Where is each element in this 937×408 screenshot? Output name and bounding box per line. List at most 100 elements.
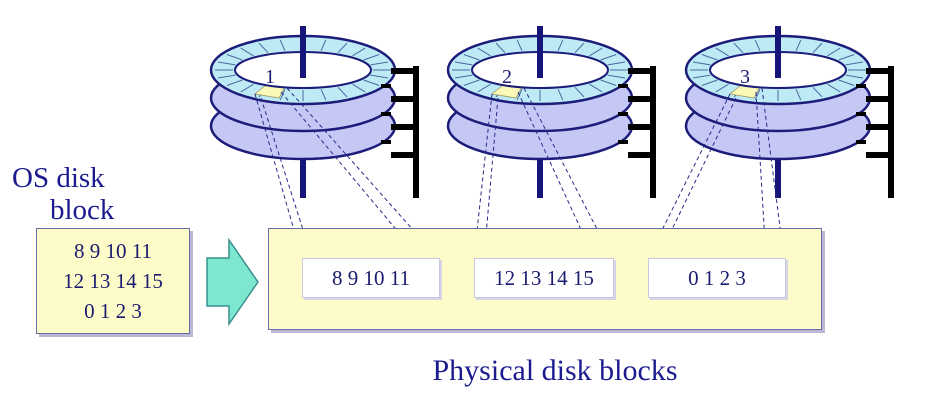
disk-3-arm-tip — [856, 140, 866, 144]
disk-1-sector-tick — [370, 74, 389, 79]
disk-2-sector-tick — [574, 42, 585, 54]
mapping-line-2-d — [517, 91, 595, 259]
os-disk-block-label: OS disk block — [12, 162, 142, 226]
disk-3-sector-tick — [838, 54, 855, 61]
disk-1-sector-tick — [240, 47, 254, 57]
disk-1-sector-tick — [320, 89, 327, 101]
disk-3-sector-tick — [827, 83, 841, 93]
disk-3-spindle-top — [775, 26, 781, 78]
disk-1-sector-tick — [363, 79, 380, 86]
os-block-row-3: 0 1 2 3 — [84, 299, 142, 323]
disk-1-sector-tick — [226, 54, 243, 61]
disk-2-arm-tip — [618, 84, 628, 88]
os-disk-block-label-line2: block — [50, 194, 115, 226]
disk-3-arm-tip — [856, 84, 866, 88]
disk-2-sector-tick — [477, 47, 491, 57]
disk-2-sector-tick — [454, 61, 473, 66]
disk-3-sector-tick — [692, 74, 711, 79]
disk-2-sector-tick — [454, 74, 473, 79]
disk-1-sector-tick — [240, 83, 254, 93]
disk-2-sector-tick — [495, 42, 506, 54]
os-block-row-1: 8 9 10 11 — [74, 239, 152, 263]
disk-1-sector-tick — [279, 39, 286, 51]
disk-3-sector-tick — [715, 47, 729, 57]
disk-2-arm — [618, 66, 656, 198]
disk-1-arm-head-4 — [391, 152, 419, 158]
disk-3-sector-tick — [838, 79, 855, 86]
disk-3-sector-tick — [733, 42, 744, 54]
disk-1-sector-tick — [337, 86, 348, 98]
disk-3-sector-tick — [795, 39, 802, 51]
disk-1-arm-tip — [381, 112, 391, 116]
physical-disk-blocks-caption: Physical disk blocks — [432, 354, 678, 387]
os-disk-block-box: 8 9 10 11 12 13 14 15 0 1 2 3 — [36, 228, 190, 334]
disk-2-sector-tick — [607, 74, 626, 79]
disk-2-spindle-top — [537, 26, 543, 78]
disk-3-sector-tick — [845, 61, 864, 66]
disk-3-arm — [856, 66, 894, 198]
disk-2-arm-head-1 — [628, 68, 656, 74]
map-arrow — [206, 237, 259, 327]
disk-2-sector-tick — [557, 39, 564, 51]
mapping-line-2-c — [523, 87, 613, 259]
mapping-line-3-a — [647, 93, 731, 259]
disk-2-sector-tick — [574, 86, 585, 98]
disk-1: 1 — [209, 26, 397, 198]
disk-2-blocks: 12 13 14 15 — [474, 258, 614, 298]
os-disk-block-label-line1: OS disk — [12, 162, 105, 194]
disk-1-sector-tick — [258, 42, 269, 54]
disk-2-sector-tick — [600, 79, 617, 86]
disk-3-arm-head-2 — [866, 96, 894, 102]
disk-1-arm — [381, 66, 419, 198]
disk-1-arm-head-3 — [391, 124, 419, 130]
disk-3: 3 — [684, 26, 872, 198]
disk-2: 2 — [446, 26, 634, 198]
disk-2-sector-tick — [463, 79, 480, 86]
os-block-row-2: 12 13 14 15 — [63, 269, 163, 293]
disk-1-arm-head-1 — [391, 68, 419, 74]
disk-1-sector-tick — [352, 83, 366, 93]
disk-1-arm-head-2 — [391, 96, 419, 102]
disk-1-sector-tick — [320, 39, 327, 51]
disk-3-sector-tick — [754, 89, 761, 101]
disk-3-sector-tick — [827, 47, 841, 57]
disk-3-sector-tick — [845, 74, 864, 79]
disk-1-arm-shaft — [413, 66, 419, 198]
disk-2-sector-tick — [516, 39, 523, 51]
disk-2-arm-head-3 — [628, 124, 656, 130]
disk-2-arm-head-4 — [628, 152, 656, 158]
disk-1-arm-tip — [381, 84, 391, 88]
disk-2-sector-tick — [607, 61, 626, 66]
disk-3-arm-head-1 — [866, 68, 894, 74]
disk-2-arm-shaft — [650, 66, 656, 198]
disk-2-sector-tick — [477, 83, 491, 93]
disk-3-number: 3 — [740, 66, 750, 88]
disk-3-arm-head-4 — [866, 152, 894, 158]
disk-1-sector-tick — [363, 54, 380, 61]
disk-1-sector-tick — [337, 42, 348, 54]
disk-3-sector-tick — [692, 61, 711, 66]
disk-3-sector-tick — [812, 86, 823, 98]
disk-2-sector-tick — [589, 47, 603, 57]
disk-1-sector-tick — [352, 47, 366, 57]
disk-3-sector-tick — [701, 79, 718, 86]
disk-1-arm-tip — [381, 140, 391, 144]
disk-1-sector-tick — [226, 79, 243, 86]
disk-1-sector-tick — [217, 74, 236, 79]
disk-1-sector-tick — [370, 61, 389, 66]
disk-2-arm-tip — [618, 112, 628, 116]
disk-2-sector-tick — [589, 83, 603, 93]
disk-3-arm-tip — [856, 112, 866, 116]
disk-1-number: 1 — [265, 66, 275, 88]
disk-3-blocks: 0 1 2 3 — [648, 258, 786, 298]
disk-3-arm-shaft — [888, 66, 894, 198]
disk-3-sector-tick — [701, 54, 718, 61]
disk-2-arm-head-2 — [628, 96, 656, 102]
disk-3-sector-tick — [812, 42, 823, 54]
mapping-line-1-d — [280, 91, 421, 259]
disk-1-blocks: 8 9 10 11 — [302, 258, 440, 298]
disk-3-sector-tick — [795, 89, 802, 101]
disk-2-arm-tip — [618, 140, 628, 144]
disk-2-sector-tick — [463, 54, 480, 61]
